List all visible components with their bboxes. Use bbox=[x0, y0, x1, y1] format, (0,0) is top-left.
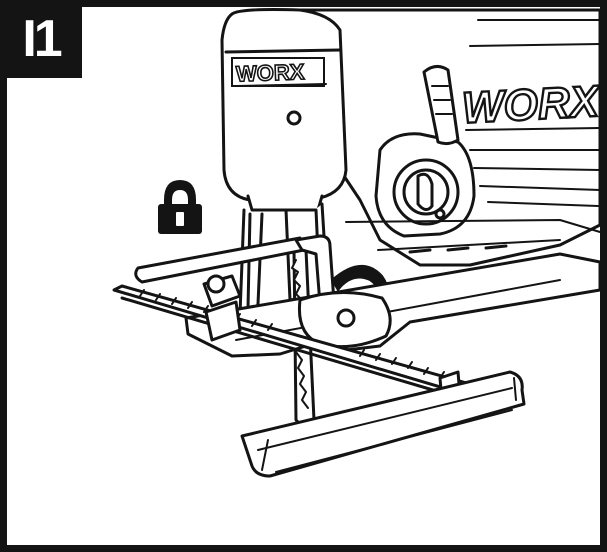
brand-logo-small: WORX bbox=[236, 59, 306, 86]
step-number-badge: I1 bbox=[0, 0, 82, 78]
brand-logo-small-frame bbox=[231, 57, 325, 87]
hex-key bbox=[134, 234, 336, 306]
jigsaw-body bbox=[220, 8, 602, 267]
brand-logo-large: WORX bbox=[461, 77, 603, 133]
parallel-guide bbox=[112, 274, 526, 478]
padlock-locked-icon bbox=[158, 180, 202, 234]
